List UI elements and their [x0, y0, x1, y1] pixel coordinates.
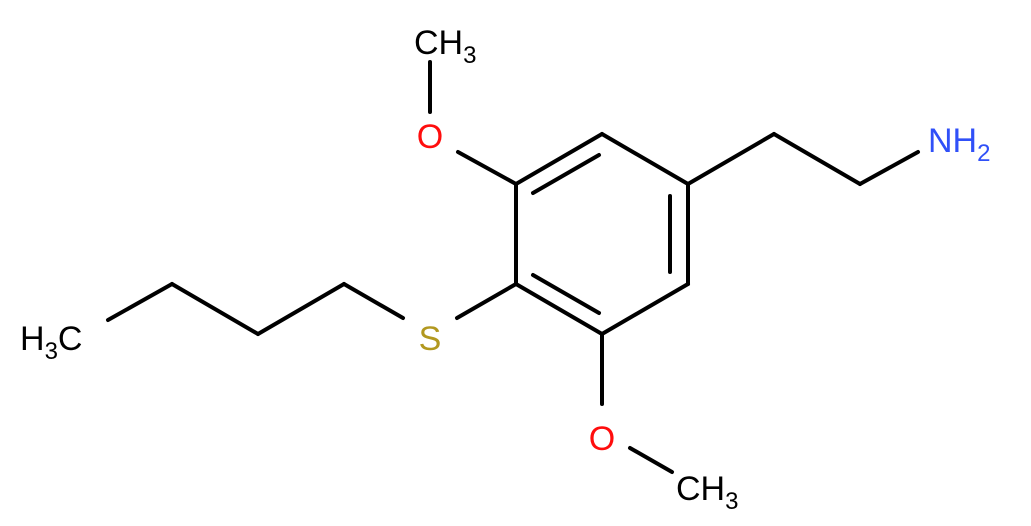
bonds	[106, 60, 920, 474]
atom-labels: CH3 O NH2 S H3C O CH3	[20, 24, 990, 515]
oxygen-top-label: O	[417, 118, 443, 156]
butyl-bond-2	[170, 282, 260, 336]
methoxy-bottom-bond-methyl	[628, 446, 674, 474]
butyl-bond-1	[256, 282, 346, 336]
ring-bond-6-inner	[531, 153, 601, 195]
chain-bond-2	[772, 132, 862, 186]
sulfur-label: S	[419, 320, 442, 358]
amine-label: NH2	[928, 122, 990, 167]
ring-bond-3	[600, 282, 690, 336]
chain-bond-1	[686, 132, 776, 186]
ring-bond-4	[514, 282, 604, 336]
chain-bond-3	[858, 150, 920, 186]
methyl-left-label: H3C	[20, 320, 82, 365]
methyl-top-label: CH3	[414, 24, 476, 69]
methyl-bottom-label: CH3	[676, 470, 738, 515]
butyl-bond-3	[106, 282, 174, 322]
sulfur-bond-chain	[342, 282, 405, 320]
oxygen-bottom-label: O	[589, 420, 615, 458]
methoxy-top-bond-ring	[456, 150, 518, 186]
ring-bond-6	[514, 132, 604, 186]
sulfur-bond-ring	[455, 282, 518, 320]
ring-bond-4-inner	[531, 273, 601, 315]
ring-bond-1	[600, 132, 690, 186]
